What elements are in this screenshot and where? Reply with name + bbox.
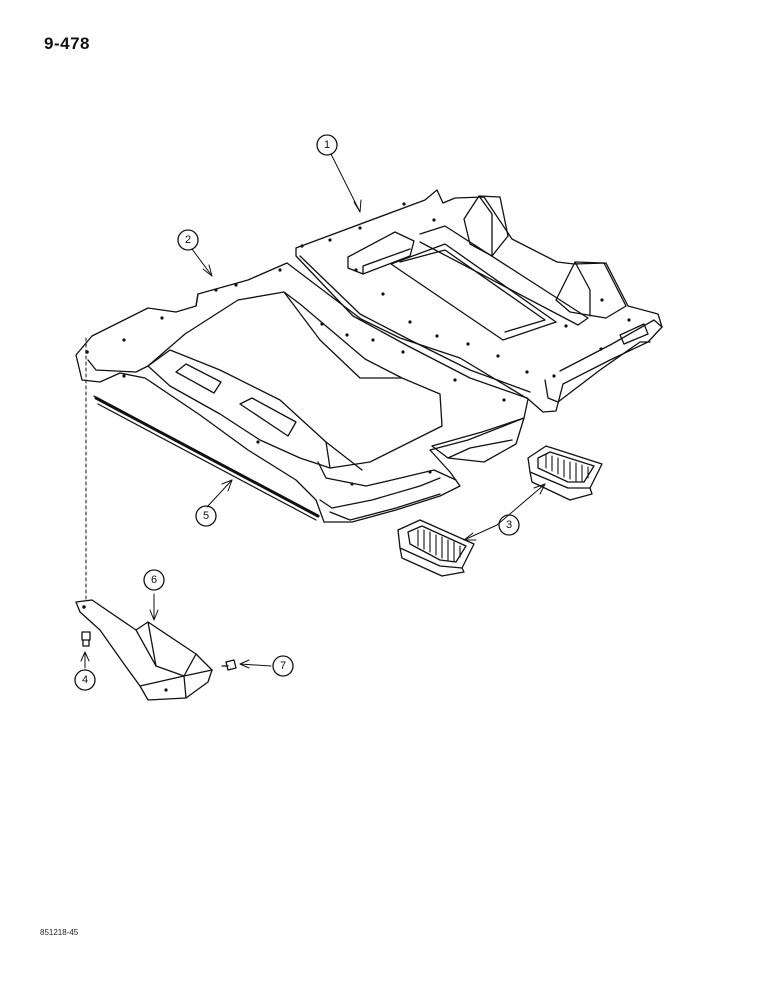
figure-code: 851218-45 [40,928,79,937]
front-floor-plate [75,262,529,523]
callout-2: 2 [177,229,199,251]
vent-grille-left [397,519,475,577]
callout-1: 1 [316,134,338,156]
rear-floor-plate [295,189,663,413]
callout-5-label: 5 [203,510,209,522]
callout-4: 4 [74,669,96,691]
callout-6: 6 [143,569,165,591]
callout-4-label: 4 [82,674,88,686]
screw-fastener [221,659,237,671]
page-number: 9-478 [44,34,90,53]
bracket-deflector [75,599,213,701]
bolt-fastener [81,631,91,647]
callout-7-label: 7 [280,660,286,672]
callout-7: 7 [272,655,294,677]
vent-grille-right [527,445,603,501]
callout-3-label: 3 [506,519,512,531]
leader-lines [80,153,546,669]
callout-3: 3 [498,514,520,536]
callout-6-label: 6 [151,574,157,586]
callout-1-label: 1 [324,139,330,151]
callout-2-label: 2 [185,234,191,246]
callout-5: 5 [195,505,217,527]
seal-strip [93,395,320,521]
